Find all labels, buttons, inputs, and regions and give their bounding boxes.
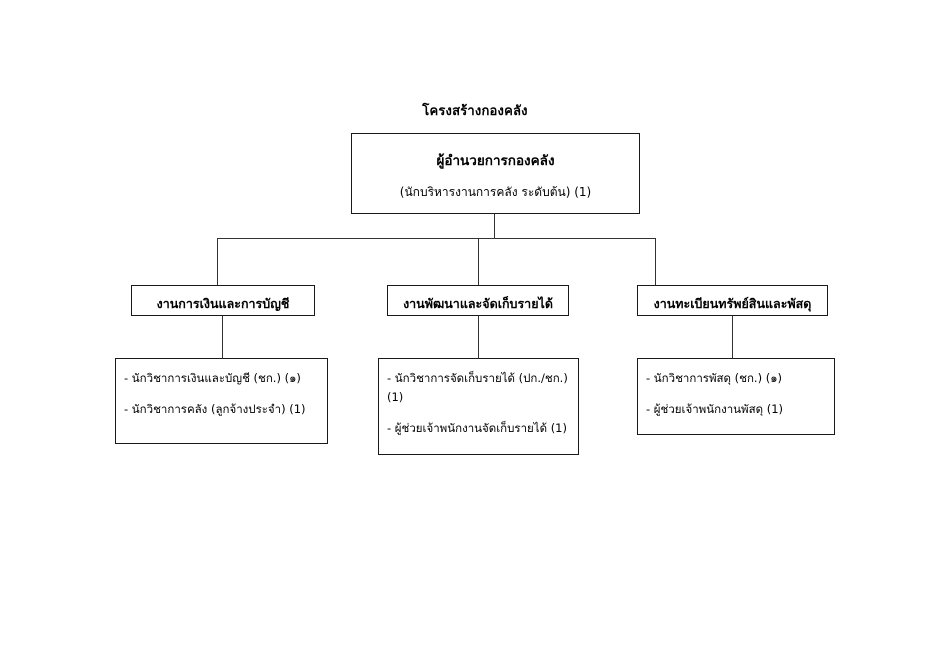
- list-item: - นักวิชาการพัสดุ (ชก.) (๑): [646, 371, 782, 385]
- connector-drop-branch-2: [478, 238, 480, 285]
- org-node-branch-revenue-development: งานพัฒนาและจัดเก็บรายได้: [387, 285, 569, 316]
- branch-3-label: งานทะเบียนทรัพย์สินและพัสดุ: [653, 296, 812, 311]
- branch-1-label: งานการเงินและการบัญชี: [156, 296, 290, 311]
- connector-stem-branch-3: [732, 316, 734, 358]
- org-node-branch-asset-registry: งานทะเบียนทรัพย์สินและพัสดุ: [637, 285, 828, 316]
- org-node-director-subtitle: (นักบริหารงานการคลัง ระดับต้น) (1): [399, 184, 592, 199]
- branch-2-label: งานพัฒนาและจัดเก็บรายได้: [403, 296, 553, 311]
- org-detail-branch-2: - นักวิชาการจัดเก็บรายได้ (ปก./ชก.) (1) …: [378, 358, 579, 455]
- connector-drop-branch-3: [655, 238, 657, 285]
- list-item: - ผู้ช่วยเจ้าพนักงานจัดเก็บรายได้ (1): [387, 421, 567, 435]
- list-item: - นักวิชาการคลัง (ลูกจ้างประจำ) (1): [124, 402, 306, 416]
- org-node-director-title: ผู้อำนวยการกองคลัง: [436, 152, 555, 169]
- org-detail-branch-3: - นักวิชาการพัสดุ (ชก.) (๑) - ผู้ช่วยเจ้…: [637, 358, 835, 435]
- connector-drop-branch-1: [217, 238, 219, 285]
- org-node-director: ผู้อำนวยการกองคลัง (นักบริหารงานการคลัง …: [351, 133, 640, 214]
- connector-stem-branch-1: [222, 316, 224, 358]
- connector-root-stem: [494, 214, 496, 239]
- list-item: - นักวิชาการเงินและบัญชี (ชก.) (๑): [124, 371, 301, 385]
- connector-horizontal-bus: [217, 238, 656, 240]
- org-detail-branch-1: - นักวิชาการเงินและบัญชี (ชก.) (๑) - นัก…: [115, 358, 328, 444]
- org-node-branch-finance-accounting: งานการเงินและการบัญชี: [131, 285, 315, 316]
- list-item: - ผู้ช่วยเจ้าพนักงานพัสดุ (1): [646, 402, 784, 416]
- list-item: - นักวิชาการจัดเก็บรายได้ (ปก./ชก.) (1): [387, 371, 568, 404]
- connector-stem-branch-2: [478, 316, 480, 358]
- page-title: โครงสร้างกองคลัง: [422, 104, 528, 119]
